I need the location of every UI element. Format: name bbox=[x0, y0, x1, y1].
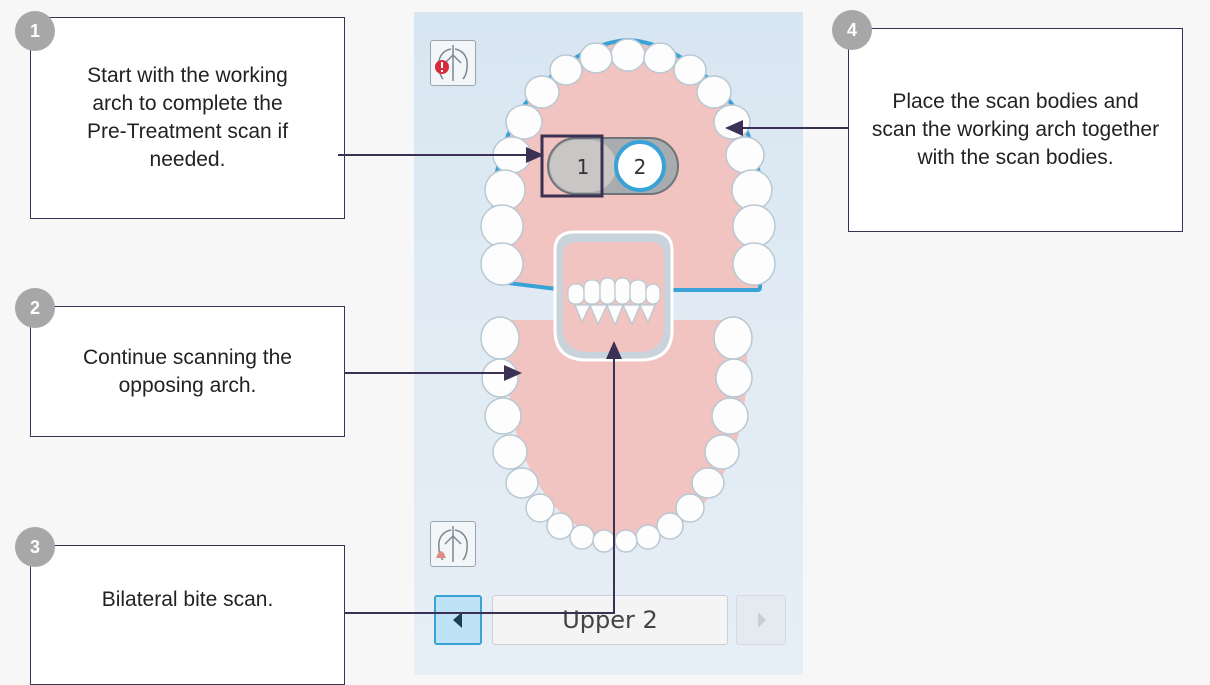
arch-label-field: Upper 2 bbox=[492, 595, 728, 645]
lower-tooth bbox=[657, 513, 683, 539]
lower-tooth bbox=[481, 317, 519, 359]
upper-tooth bbox=[611, 39, 645, 71]
toggle-step2-label[interactable]: 2 bbox=[634, 155, 647, 179]
toggle-step1-label[interactable]: 1 bbox=[577, 155, 590, 179]
lower-tooth bbox=[593, 530, 615, 552]
lower-tooth bbox=[493, 435, 527, 469]
upper-tooth bbox=[714, 105, 750, 139]
bite-area[interactable] bbox=[555, 232, 672, 360]
icon-jaw-right bbox=[455, 530, 467, 560]
upper-tooth bbox=[493, 137, 531, 173]
callout-4-text: Place the scan bodies and scan the worki… bbox=[871, 88, 1161, 172]
alert-icon-bar bbox=[441, 62, 443, 68]
upper-tooth bbox=[733, 243, 775, 285]
lower-tooth bbox=[705, 435, 739, 469]
next-arch-button[interactable] bbox=[736, 595, 786, 645]
lower-tooth bbox=[547, 513, 573, 539]
arch-label-text: Upper 2 bbox=[562, 606, 658, 634]
upper-tooth bbox=[481, 243, 523, 285]
upper-tooth bbox=[644, 43, 676, 73]
upper-tooth bbox=[697, 76, 731, 108]
bite-tooth bbox=[646, 284, 660, 304]
chevron-right-shape bbox=[758, 612, 766, 628]
lower-tooth bbox=[615, 530, 637, 552]
bite-tooth bbox=[584, 280, 600, 304]
upper-tooth bbox=[506, 105, 542, 139]
callout-1-number: 1 bbox=[30, 21, 40, 42]
jaw-gum-icon bbox=[431, 522, 475, 566]
prev-arch-button[interactable] bbox=[434, 595, 482, 645]
chevron-left-icon bbox=[436, 597, 480, 643]
alert-icon-dot bbox=[441, 70, 443, 72]
lower-tooth bbox=[506, 468, 538, 498]
lower-tooth bbox=[570, 525, 594, 549]
scan-step-toggle[interactable]: 1 2 bbox=[548, 138, 678, 194]
upper-tooth bbox=[580, 43, 612, 73]
lower-tooth bbox=[716, 359, 752, 397]
chevron-left-shape bbox=[453, 612, 462, 628]
upper-tooth bbox=[485, 170, 525, 210]
callout-4-number: 4 bbox=[847, 20, 857, 41]
callout-2-badge: 2 bbox=[15, 288, 55, 328]
upper-tooth bbox=[726, 137, 764, 173]
jaw-alert-icon bbox=[431, 41, 475, 85]
callout-1-box: Start with the working arch to complete … bbox=[30, 17, 345, 219]
bite-tooth bbox=[630, 280, 646, 304]
chevron-right-icon bbox=[737, 596, 785, 644]
callout-3-text: Bilateral bite scan. bbox=[102, 586, 274, 614]
upper-tooth bbox=[525, 76, 559, 108]
callout-1-text: Start with the working arch to complete … bbox=[70, 62, 305, 174]
lower-tooth bbox=[482, 359, 518, 397]
lower-tooth bbox=[712, 398, 748, 434]
bite-tooth bbox=[615, 278, 630, 304]
scan-navigation-panel: 1 2 Upper 2 bbox=[414, 12, 803, 675]
upper-tooth bbox=[733, 205, 775, 247]
callout-4-badge: 4 bbox=[832, 10, 872, 50]
dental-arch-diagram: 1 2 bbox=[414, 12, 803, 675]
lower-tooth bbox=[636, 525, 660, 549]
upper-jaw-tool-button[interactable] bbox=[430, 40, 476, 86]
callout-4-box: Place the scan bodies and scan the worki… bbox=[848, 28, 1183, 232]
bite-tooth bbox=[600, 278, 615, 304]
gum-icon bbox=[436, 551, 446, 558]
callout-2-text: Continue scanning the opposing arch. bbox=[68, 344, 308, 400]
icon-jaw-right bbox=[455, 49, 467, 79]
upper-tooth bbox=[481, 205, 523, 247]
bite-tooth bbox=[568, 284, 584, 304]
callout-3-box: Bilateral bite scan. bbox=[30, 545, 345, 685]
upper-tooth bbox=[732, 170, 772, 210]
callout-1-badge: 1 bbox=[15, 11, 55, 51]
callout-2-number: 2 bbox=[30, 298, 40, 319]
lower-jaw-tool-button[interactable] bbox=[430, 521, 476, 567]
callout-3-badge: 3 bbox=[15, 527, 55, 567]
callout-2-box: Continue scanning the opposing arch. bbox=[30, 306, 345, 437]
lower-tooth bbox=[692, 468, 724, 498]
lower-tooth bbox=[485, 398, 521, 434]
lower-tooth bbox=[714, 317, 752, 359]
callout-3-number: 3 bbox=[30, 537, 40, 558]
